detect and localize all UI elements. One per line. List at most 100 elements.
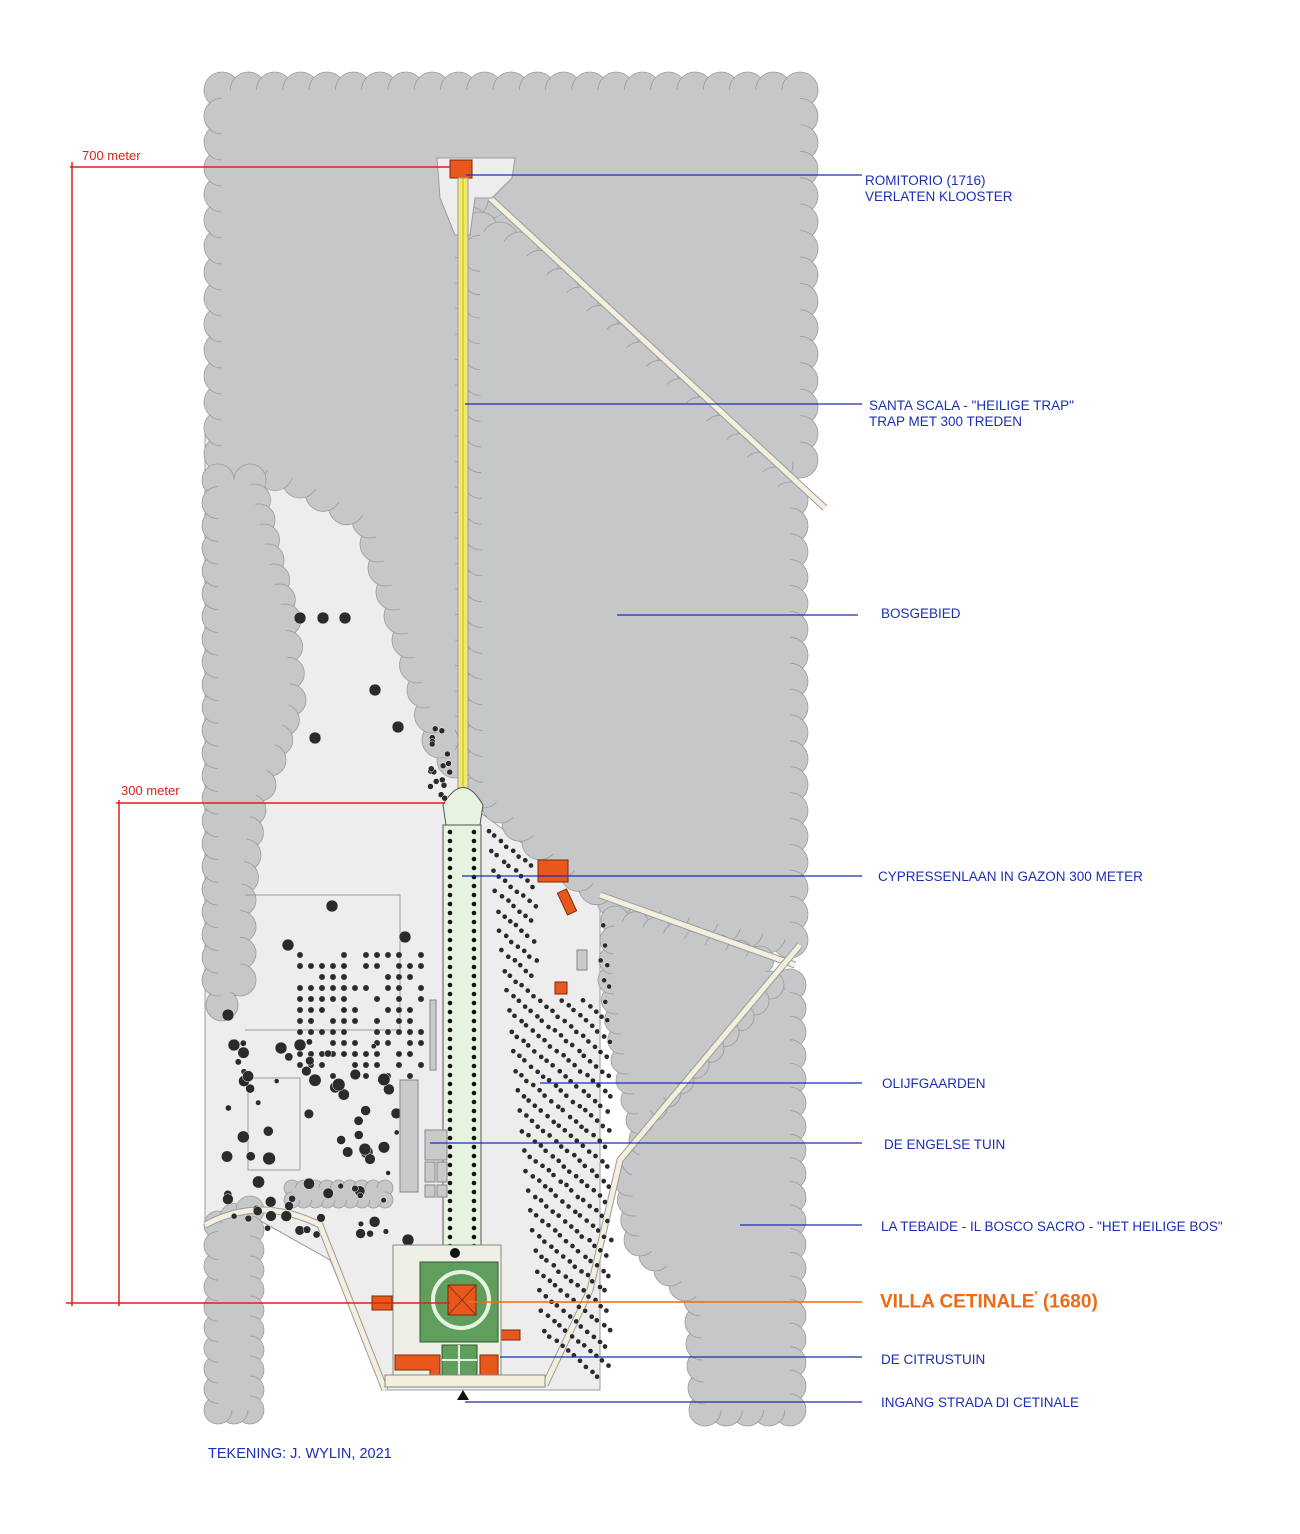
tree-symbol-icon [368, 683, 382, 697]
tree-symbol-icon [230, 1212, 238, 1220]
tree-symbol-icon [318, 984, 326, 992]
tree-symbol-icon [592, 1153, 599, 1159]
cypress-tree [447, 955, 453, 961]
tree-symbol-icon [529, 1118, 535, 1124]
cypress-tree [447, 1171, 453, 1177]
roads [203, 195, 828, 1392]
tree-symbol-icon [508, 1029, 515, 1035]
tree-symbol-icon [597, 1192, 603, 1199]
tree-symbol-icon [552, 1027, 558, 1034]
tree-symbol-icon [580, 1287, 587, 1294]
tree-symbol-icon [362, 951, 370, 959]
tree-symbol-icon [568, 1278, 574, 1284]
tree-symbol-icon [599, 1158, 606, 1165]
tree-symbol-icon [364, 1153, 376, 1165]
cypress-tree [471, 919, 477, 925]
cypress-tree [447, 1216, 453, 1222]
tree-symbol-icon [307, 995, 315, 1003]
tree-symbol-icon [318, 1028, 326, 1036]
tree-symbol-icon [540, 1273, 547, 1279]
tree-symbol-icon [569, 1243, 576, 1249]
cypress-tree [471, 1117, 477, 1123]
tree-symbol-icon [398, 930, 412, 944]
cypress-tree [447, 982, 453, 988]
tree-symbol-icon [237, 1046, 250, 1059]
tree-symbol-icon [552, 1282, 558, 1289]
cypress-tree [447, 1099, 453, 1105]
tree-symbol-icon [395, 995, 403, 1003]
tree-symbol-icon [507, 884, 514, 890]
tree-symbol-icon [511, 1012, 518, 1019]
cypress-tree [471, 946, 477, 952]
cypress-tree [471, 991, 477, 997]
tree-symbol-icon [502, 877, 508, 884]
tree-symbol-icon [577, 1357, 583, 1364]
tree-symbol-icon [336, 1135, 346, 1145]
tree-symbol-icon [605, 1072, 612, 1079]
tree-symbol-icon [406, 1006, 414, 1014]
tree-symbol-icon [593, 1008, 600, 1015]
tree-symbol-icon [354, 1130, 364, 1140]
label-santa-scala: SANTA SCALA - "HEILIGE TRAP" TRAP MET 30… [869, 398, 1074, 430]
tree-symbol-icon [598, 1013, 605, 1020]
tree-symbol-icon [513, 922, 519, 928]
tree-symbol-icon [561, 1127, 568, 1134]
tree-symbol-icon [606, 983, 612, 990]
cypress-tree [471, 1000, 477, 1006]
tree-symbol-icon [606, 1127, 613, 1134]
cypress-tree [447, 1045, 453, 1051]
cypress-tree [447, 847, 453, 853]
tree-symbol-icon [503, 987, 510, 994]
tree-symbol-icon [377, 1073, 391, 1086]
tree-symbol-icon [562, 1273, 569, 1280]
cypress-tree [447, 1081, 453, 1087]
label-ingang: INGANG STRADA DI CETINALE [881, 1395, 1080, 1410]
tree-symbol-icon [560, 1307, 567, 1314]
tree-symbol-icon [577, 1212, 583, 1219]
tree-symbol-icon [570, 1099, 576, 1105]
tree-symbol-icon [222, 1193, 234, 1205]
tree-symbol-icon [558, 997, 565, 1004]
cypress-tree [447, 1144, 453, 1150]
tree-symbol-icon [587, 1348, 594, 1354]
tree-symbol-icon [522, 913, 529, 919]
cypress-tree [471, 892, 477, 898]
cypress-tree [471, 1108, 477, 1114]
cypress-tree [447, 910, 453, 916]
tree-symbol-icon [605, 1273, 612, 1279]
tree-symbol-icon [340, 1006, 348, 1014]
tree-symbol-icon [581, 1342, 588, 1349]
tree-symbol-icon [329, 973, 337, 981]
tree-symbol-icon [607, 1327, 613, 1333]
tree-symbol-icon [576, 1103, 583, 1110]
tree-symbol-icon [514, 888, 520, 895]
tree-symbol-icon [329, 1017, 337, 1025]
tree-symbol-icon [537, 997, 544, 1004]
tree-symbol-icon [571, 1062, 578, 1068]
tree-symbol-icon [507, 918, 514, 925]
tree-symbol-icon [526, 897, 533, 904]
tree-symbol-icon [541, 1037, 548, 1043]
tree-symbol-icon [340, 1039, 348, 1047]
tree-symbol-icon [368, 1216, 381, 1228]
tree-symbol-icon [518, 1018, 525, 1024]
tree-symbol-icon [549, 1208, 556, 1215]
tree-symbol-icon [296, 962, 304, 970]
cypress-tree [447, 1063, 453, 1069]
tree-symbol-icon [340, 984, 348, 992]
cypress-tree [471, 1009, 477, 1015]
tree-symbol-icon [566, 1258, 573, 1265]
tree-symbol-icon [525, 1187, 532, 1194]
label-romitorio-line1: ROMITORIO (1716) [865, 173, 986, 188]
tree-symbol-icon [577, 1068, 583, 1075]
tree-symbol-icon [580, 1052, 587, 1059]
tree-symbol-icon [518, 1072, 525, 1079]
tree-symbol-icon [593, 1352, 600, 1359]
tree-symbol-icon [567, 1114, 573, 1120]
tree-symbol-icon [608, 1237, 615, 1243]
tree-symbol-icon [522, 1003, 528, 1010]
tree-symbol-icon [570, 1007, 577, 1013]
tree-symbol-icon [391, 720, 405, 734]
tree-symbol-icon [589, 1022, 596, 1029]
tree-symbol-icon [220, 1150, 234, 1163]
